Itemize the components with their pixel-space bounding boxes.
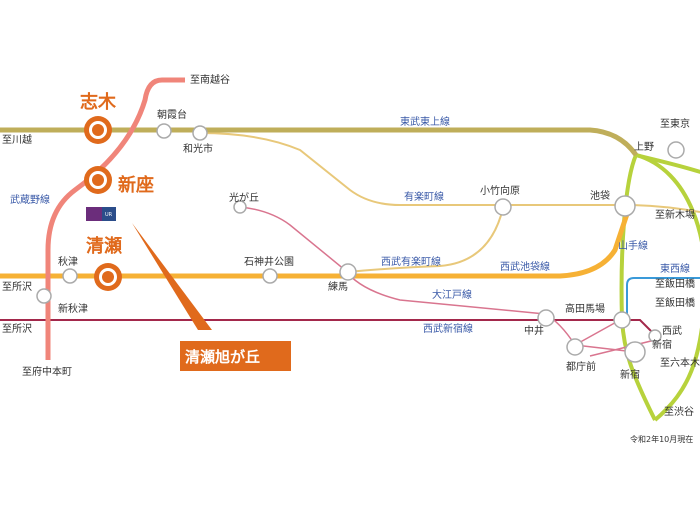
label-tochomae: 都庁前: [566, 360, 596, 373]
seibu-ikebukuro-line: [0, 204, 633, 279]
station-akitsu[interactable]: [62, 268, 78, 284]
dir-kawagoe: 至川越: [2, 133, 32, 146]
seibu-shinjuku-line: [0, 319, 657, 337]
as-of-note: 令和2年10月現在: [630, 434, 693, 444]
label-tozai: 東西線: [660, 262, 690, 275]
station-nerima[interactable]: [339, 263, 357, 281]
label-musashino: 武蔵野線: [10, 193, 50, 206]
station-nakai[interactable]: [537, 309, 555, 327]
callout-box: [180, 341, 291, 371]
callout-pointer: [132, 223, 212, 330]
label-yamanote: 山手線: [618, 239, 648, 252]
station-ikebukuro[interactable]: [614, 195, 636, 217]
label-yurakucho: 有楽町線: [404, 190, 444, 203]
station-hikarigaoka[interactable]: [233, 200, 247, 214]
label-ikebukuro: 池袋: [590, 189, 610, 202]
yamanote-line: [635, 153, 700, 422]
oedo-line: [239, 206, 576, 346]
dir-tokorozawa-2: 至所沢: [2, 322, 32, 335]
dir-iidabashi-1: 至飯田橋: [655, 277, 695, 290]
highlight-stations: [84, 116, 122, 291]
ur-badge-icon: [86, 207, 102, 221]
dir-roppongi: 至六本木: [660, 356, 700, 369]
ur-badge-text: UR: [105, 212, 113, 218]
label-shin-akitsu: 新秋津: [58, 302, 88, 315]
dir-tokorozawa-1: 至所沢: [2, 280, 32, 293]
label-shakujii-koen: 石神井公園: [244, 255, 294, 268]
label-seibu-shinjuku-1: 西武: [662, 324, 682, 337]
tobu-tojo-line: [0, 127, 639, 157]
label-hikarigaoka: 光が丘: [229, 191, 259, 204]
yurakucho-line: [199, 132, 700, 213]
label-kotake-mukaihara: 小竹向原: [480, 184, 520, 197]
label-asakadai: 朝霞台: [157, 108, 187, 121]
dir-iidabashi-2: 至飯田橋: [655, 296, 695, 309]
dir-minami-koshigaya: 至南越谷: [190, 73, 230, 86]
station-takadanobaba[interactable]: [613, 311, 631, 329]
station-shakujii-koen[interactable]: [262, 268, 278, 284]
label-akitsu: 秋津: [58, 255, 78, 268]
label-takadanobaba: 高田馬場: [565, 302, 605, 315]
label-nerima: 練馬: [328, 280, 348, 293]
label-ueno: 上野: [634, 141, 654, 153]
station-kotake-mukaihara[interactable]: [494, 198, 512, 216]
tozai-line: [626, 277, 700, 320]
label-seibu-ikebukuro: 西武池袋線: [500, 260, 550, 273]
station-seibu-shinjuku[interactable]: [648, 329, 662, 343]
label-shiki: 志木: [80, 91, 117, 113]
callout-text: 清瀬旭が丘: [185, 348, 260, 366]
label-seibu-shinjuku: 西武新宿線: [423, 322, 473, 335]
label-oedo: 大江戸線: [432, 288, 472, 301]
label-shinjuku: 新宿: [620, 368, 640, 381]
station-wakoshi[interactable]: [192, 125, 208, 141]
musashino-line: [45, 77, 185, 360]
station-tochomae[interactable]: [566, 338, 584, 356]
dir-tokyo: 至東京: [660, 117, 690, 130]
label-tobu-tojo: 東武東上線: [400, 115, 450, 128]
label-seibu-shinjuku-2: 新宿: [652, 338, 672, 351]
station-shin-akitsu[interactable]: [36, 288, 52, 304]
station-asakadai[interactable]: [156, 123, 172, 139]
dir-shin-kiba: 至新木場: [655, 208, 695, 221]
label-kiyose: 清瀬: [86, 236, 122, 257]
dir-fuchu-honmachi: 至府中本町: [22, 365, 72, 378]
yamanote-line-upper: [635, 153, 700, 174]
station-markers: [36, 123, 685, 363]
label-seibu-yurakucho: 西武有楽町線: [381, 255, 441, 268]
label-niiza: 新座: [118, 174, 154, 196]
station-shinjuku[interactable]: [624, 341, 646, 363]
label-nakai: 中井: [524, 324, 544, 337]
dir-shibuya: 至渋谷: [664, 405, 694, 418]
station-ueno[interactable]: [667, 141, 685, 159]
label-wakoshi: 和光市: [183, 142, 213, 155]
seibu-yurakucho-line: [347, 207, 504, 273]
ur-badge-box: [102, 207, 116, 221]
